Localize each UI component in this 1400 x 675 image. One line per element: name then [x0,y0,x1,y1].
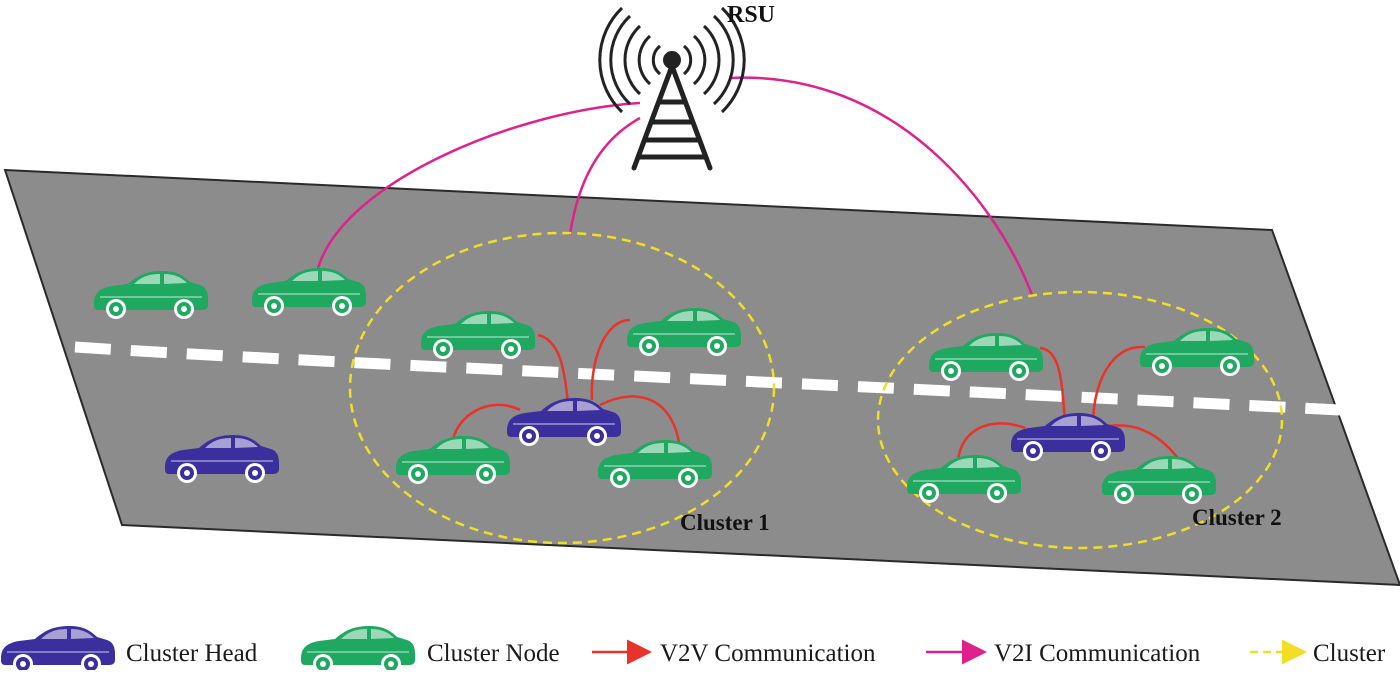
legend-cluster: Cluster [1250,639,1386,667]
legend-v2i-label: V2I Communication [994,640,1201,667]
lane-marking [74,341,1341,416]
legend-cluster-node-label: Cluster Node [427,640,560,667]
legend-cluster-head-label: Cluster Head [126,640,258,667]
cluster-1-label: Cluster 1 [680,510,770,535]
legend-cluster-head: Cluster Head [0,625,258,670]
cluster-1-boundary [348,231,776,545]
legend-cluster-node: Cluster Node [300,625,560,670]
cluster-2-boundary [876,290,1284,550]
legend: Cluster Head Cluster Node V2V Communicat… [0,625,1386,670]
rsu-label: RSU [727,2,775,28]
cluster-node-car-icon [300,625,416,670]
cluster-2-label: Cluster 2 [1192,505,1282,530]
v2i-link-left-car [316,101,641,269]
legend-v2v: V2V Communication [592,639,876,667]
v2i-link-cluster-1 [568,116,641,236]
legend-v2v-label: V2V Communication [660,640,876,667]
cluster-head-car-icon [0,625,116,670]
legend-cluster-label: Cluster [1313,640,1386,667]
rsu-tower-icon [598,6,746,171]
v2i-link-cluster-2 [729,76,1034,296]
legend-v2i: V2I Communication [926,639,1201,667]
v2i-links [316,76,1034,296]
